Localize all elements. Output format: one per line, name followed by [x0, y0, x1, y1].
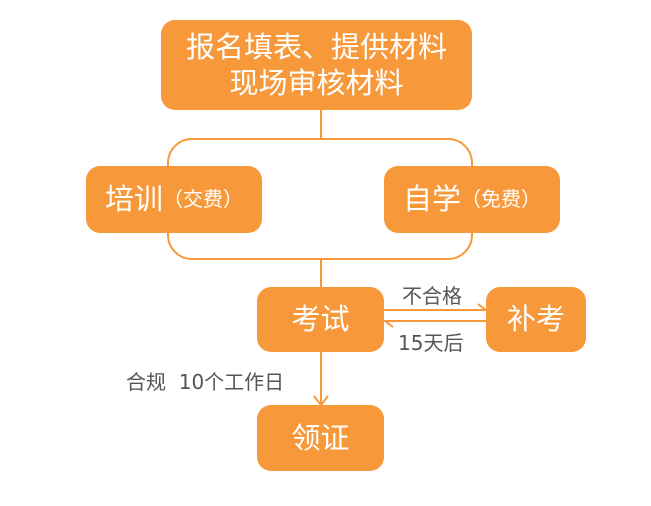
self-study-fee-note: （免费） [461, 187, 541, 211]
certificate-label: 领证 [291, 420, 350, 455]
exam-label: 考试 [291, 302, 350, 337]
training-box: 培训 （交费） [86, 166, 262, 233]
certificate-box: 领证 [257, 405, 384, 471]
self-study-label: 自学 [402, 182, 461, 217]
arrowhead-exam [382, 320, 394, 328]
arrowhead-makeup [477, 303, 489, 311]
register-line-2: 现场审核材料 [229, 66, 404, 100]
exam-box: 考试 [257, 287, 384, 352]
training-label: 培训 [104, 182, 163, 217]
self-study-box: 自学 （免费） [384, 166, 560, 233]
pass-label: 合规 10个工作日 [126, 370, 285, 394]
retake-wait-label: 15天后 [398, 331, 464, 355]
register-line-1: 报名填表、提供材料 [185, 29, 447, 64]
fail-label: 不合格 [402, 284, 462, 308]
makeup-box: 补考 [486, 287, 586, 352]
makeup-label: 补考 [506, 302, 565, 337]
register-box: 报名填表、提供材料 现场审核材料 [161, 20, 472, 110]
training-fee-note: （交费） [163, 187, 243, 211]
